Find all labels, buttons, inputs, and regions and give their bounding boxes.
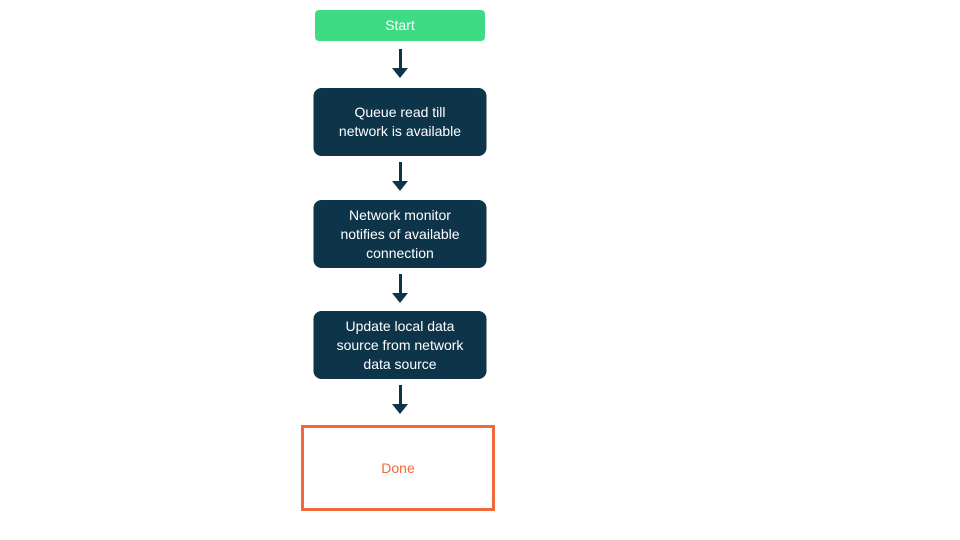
flow-node-queue-read-label: Queue read till network is available — [338, 104, 462, 139]
flow-node-start: Start — [315, 10, 485, 41]
flow-arrow-queue-to-monitor — [392, 162, 408, 191]
arrow-down-icon — [392, 181, 408, 191]
arrow-line — [398, 385, 402, 405]
flow-node-update-local-data-label: Update local data source from network da… — [336, 317, 464, 372]
flow-node-network-monitor: Network monitor notifies of available co… — [313, 200, 487, 268]
flow-node-done-label: Done — [381, 459, 415, 476]
flow-node-network-monitor-label: Network monitor notifies of available co… — [340, 206, 460, 261]
arrow-line — [398, 162, 402, 182]
flow-node-update-local-data: Update local data source from network da… — [313, 311, 487, 379]
flow-arrow-update-to-done — [392, 385, 408, 414]
flow-node-start-label: Start — [385, 17, 415, 33]
arrow-down-icon — [392, 293, 408, 303]
flow-arrow-start-to-queue — [392, 49, 408, 78]
arrow-down-icon — [392, 68, 408, 78]
arrow-line — [398, 49, 402, 69]
arrow-line — [398, 274, 402, 294]
flow-node-queue-read: Queue read till network is available — [313, 88, 487, 156]
arrow-down-icon — [392, 404, 408, 414]
flow-arrow-monitor-to-update — [392, 274, 408, 303]
flow-node-done: Done — [301, 425, 495, 511]
